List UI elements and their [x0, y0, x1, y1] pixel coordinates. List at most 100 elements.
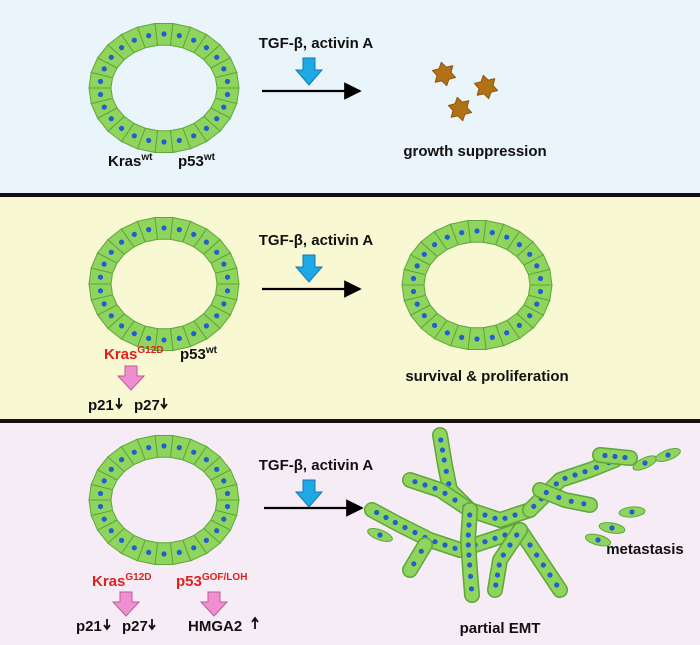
cell-nucleus	[203, 323, 209, 329]
cell-nucleus	[421, 313, 427, 319]
stimulus-arrow-3	[294, 479, 324, 508]
cell-nucleus	[432, 539, 438, 545]
cell-nucleus	[176, 549, 182, 556]
cell-nucleus	[221, 478, 227, 484]
cell-nucleus	[221, 66, 227, 72]
cell-nucleus	[543, 489, 549, 496]
cell-nucleus	[108, 313, 114, 319]
cell-nucleus	[161, 139, 167, 145]
cell-nucleus	[224, 78, 231, 85]
cell-nucleus	[466, 522, 472, 528]
cell-nucleus	[214, 528, 220, 534]
cell-nucleus	[582, 469, 588, 475]
cell-nucleus	[392, 519, 398, 526]
cell-nucleus	[516, 322, 523, 328]
down-arrow-p21-2	[115, 398, 123, 410]
cell-nucleus	[203, 125, 209, 131]
cell-nucleus	[432, 322, 438, 328]
cell-nucleus	[540, 562, 546, 568]
cell-nucleus	[146, 33, 152, 39]
cell-nucleus	[402, 524, 408, 531]
cell-nucleus	[214, 313, 220, 319]
cell-nucleus	[161, 225, 167, 231]
panel-divider-2	[0, 419, 700, 423]
cell-nucleus	[101, 516, 107, 522]
cell-nucleus	[214, 116, 220, 122]
arrested-cell-shape	[474, 74, 498, 100]
cell-nucleus	[108, 116, 114, 122]
panel-divider-1	[0, 193, 700, 197]
cell-strand	[488, 523, 527, 597]
cell-nucleus	[581, 501, 587, 507]
cell-nucleus	[537, 288, 544, 295]
cell-nucleus	[131, 545, 137, 551]
dead-cell-2	[474, 74, 498, 100]
cell-nucleus	[418, 548, 424, 554]
stimulus-arrow-1	[294, 57, 324, 86]
effect-hmga2-3: HMGA2	[188, 618, 242, 635]
cell-nucleus	[467, 573, 474, 579]
cell-nucleus	[119, 239, 125, 245]
cell-nucleus	[595, 537, 601, 543]
stimulus-label-1: TGF-β, activin A	[259, 35, 374, 52]
cell-nucleus	[214, 249, 220, 255]
cell-nucleus	[493, 582, 499, 588]
stimulus-arrow-2	[294, 254, 324, 283]
cell-nucleus	[131, 331, 137, 337]
cell-nucleus	[176, 335, 182, 341]
cell-nucleus	[468, 586, 475, 592]
up-arrow-hmga2-3	[251, 616, 259, 629]
cell-nucleus	[101, 478, 107, 484]
cell-nucleus	[161, 551, 167, 557]
cell-nucleus	[146, 445, 152, 451]
epithelial-ring-2	[88, 216, 240, 352]
cell-nucleus	[527, 542, 533, 548]
cell-nucleus	[224, 490, 231, 497]
cell-nucleus	[191, 231, 197, 237]
cell-nucleus	[553, 481, 559, 487]
cell-nucleus	[504, 234, 510, 240]
cell-nucleus	[412, 479, 418, 485]
arrested-cell-shape	[432, 61, 456, 87]
cell-nucleus	[441, 457, 447, 463]
cell-nucleus	[97, 274, 104, 280]
cell-nucleus	[452, 545, 458, 551]
pink-arrow-p53-3	[199, 591, 229, 617]
cell-nucleus	[119, 537, 125, 544]
cell-nucleus	[474, 336, 480, 342]
cell-nucleus	[554, 582, 560, 588]
cell-nucleus	[446, 481, 452, 487]
cell-nucleus	[556, 494, 562, 501]
cell-nucleus	[377, 532, 383, 538]
cell-nucleus	[421, 251, 427, 257]
cell-nucleus	[474, 228, 480, 234]
cell-nucleus	[374, 509, 380, 516]
cell-nucleus	[414, 263, 420, 269]
cell-nucleus	[191, 133, 197, 139]
genotype-p53-1: p53wt	[178, 152, 216, 170]
cell-nucleus	[534, 301, 540, 307]
cell-nucleus	[572, 472, 578, 478]
outcome-label-metastasis: metastasis	[606, 541, 684, 558]
cell-nucleus	[214, 54, 220, 60]
stimulus-label-2: TGF-β, activin A	[259, 232, 374, 249]
cell-nucleus	[534, 263, 540, 269]
cell-nucleus	[108, 249, 114, 255]
cell-nucleus	[492, 515, 498, 521]
cell-nucleus	[176, 445, 182, 451]
cell-nucleus	[221, 104, 227, 110]
cell-nucleus	[593, 464, 599, 471]
cell-nucleus	[146, 137, 152, 143]
cell-nucleus	[131, 133, 137, 139]
cell-nucleus	[97, 78, 104, 85]
cell-nucleus	[203, 45, 209, 51]
cell-nucleus	[203, 239, 209, 245]
cell-nucleus	[224, 91, 231, 98]
cell-nucleus	[101, 66, 107, 72]
cell-nucleus	[203, 457, 209, 463]
pink-arrow-kras-3	[111, 591, 141, 617]
cell-nucleus	[467, 512, 473, 518]
effect-p21-3: p21	[76, 618, 102, 635]
cell-nucleus	[146, 549, 152, 556]
cell-nucleus	[609, 525, 615, 531]
